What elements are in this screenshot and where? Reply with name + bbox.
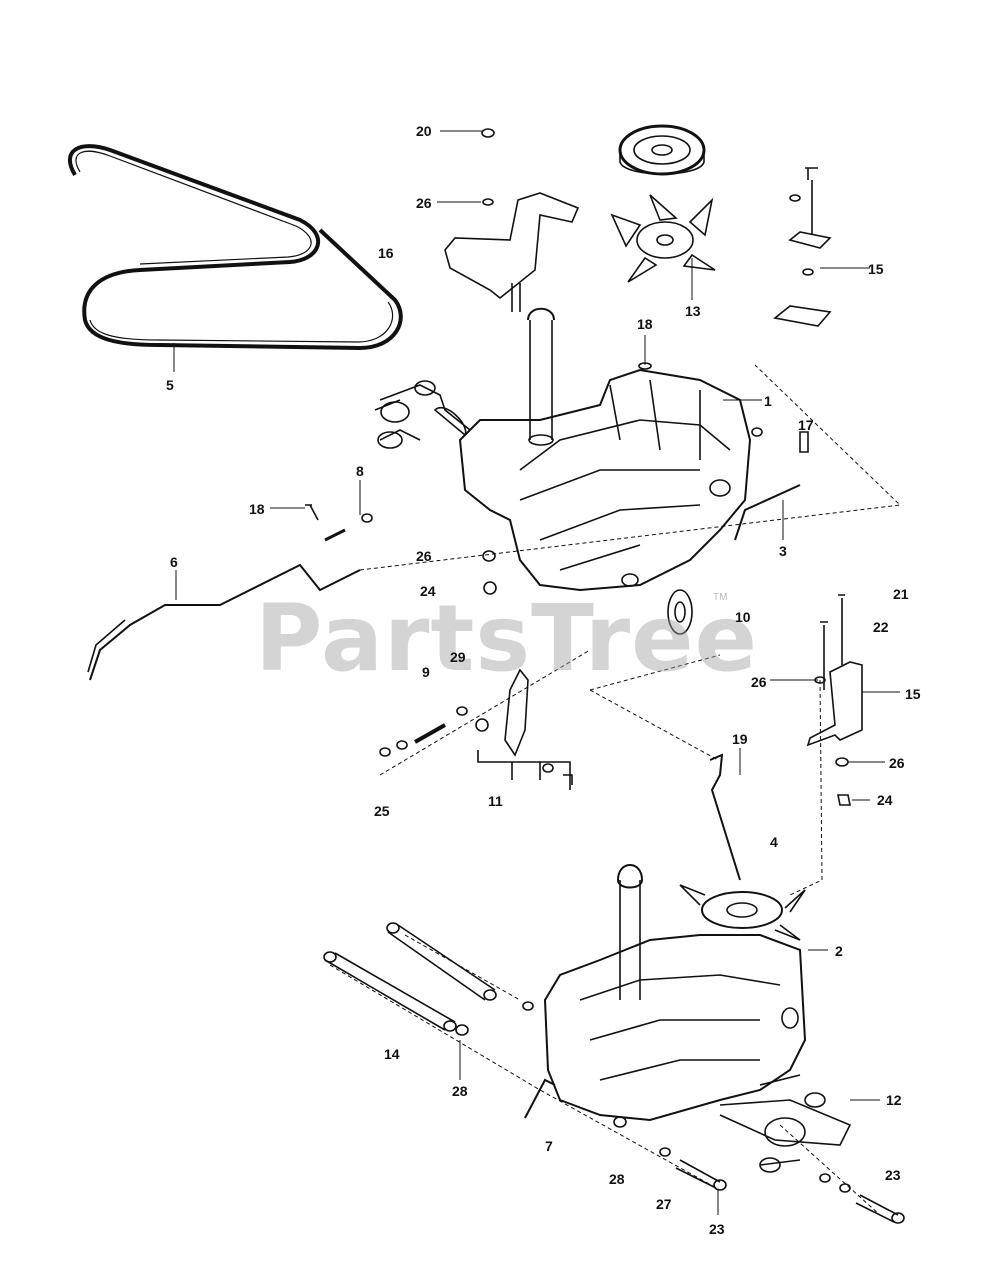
mounting-bracket-top — [444, 128, 580, 312]
callout-27: 27 — [656, 1196, 672, 1212]
cooling-fan — [610, 194, 716, 283]
callout-1: 1 — [764, 393, 772, 409]
callout-3: 3 — [779, 543, 787, 559]
lower-rod — [524, 1078, 556, 1119]
pulley — [618, 124, 706, 176]
callout-23b: 23 — [709, 1221, 725, 1237]
watermark-trademark: TM — [713, 592, 728, 603]
callout-17: 17 — [798, 417, 814, 433]
callout-9: 9 — [422, 664, 430, 680]
callout-25: 25 — [374, 803, 390, 819]
dashed-leader-lines — [329, 364, 902, 1216]
spring-assembly-upper — [305, 504, 373, 542]
callout-29: 29 — [450, 649, 466, 665]
callout-10: 10 — [735, 609, 751, 625]
angle-bracket-lower — [806, 594, 863, 806]
callout-23: 23 — [885, 1167, 901, 1183]
callout-15b: 15 — [905, 686, 921, 702]
callout-24: 24 — [420, 583, 436, 599]
callout-28b: 28 — [609, 1171, 625, 1187]
callout-20: 20 — [416, 123, 432, 139]
callout-14: 14 — [384, 1046, 400, 1062]
small-bracket-upper — [773, 167, 832, 327]
callout-19: 19 — [732, 731, 748, 747]
callout-11: 11 — [488, 793, 503, 809]
callout-26b: 26 — [416, 548, 432, 564]
callout-28: 28 — [452, 1083, 468, 1099]
callout-7: 7 — [545, 1138, 553, 1154]
callout-12: 12 — [886, 1092, 902, 1108]
callout-26: 26 — [416, 195, 432, 211]
pins-long — [323, 922, 534, 1036]
control-rod — [734, 484, 801, 541]
drive-belt — [68, 144, 403, 351]
transmission-lower — [543, 864, 807, 1122]
spring-assembly-lower — [379, 668, 573, 790]
callout-18b: 18 — [249, 501, 265, 517]
callout-8: 8 — [356, 463, 364, 479]
callout-4: 4 — [770, 834, 778, 850]
callout-5: 5 — [166, 377, 174, 393]
axle-hub — [719, 1074, 852, 1173]
callout-6: 6 — [170, 554, 178, 570]
callout-15: 15 — [868, 261, 884, 277]
callout-18: 18 — [637, 316, 653, 332]
lever-rod — [709, 753, 741, 881]
transmission-upper — [374, 307, 752, 592]
bolts-lower — [613, 1116, 905, 1224]
small-nuts — [482, 362, 809, 595]
callout-26d: 26 — [889, 755, 905, 771]
watermark: PartsTree — [255, 585, 758, 692]
callout-16: 16 — [378, 245, 394, 261]
callout-24b: 24 — [877, 792, 893, 808]
callout-26c: 26 — [751, 674, 767, 690]
callout-2: 2 — [835, 943, 843, 959]
callout-13: 13 — [685, 303, 701, 319]
gear — [667, 589, 693, 635]
linkage-rod — [87, 563, 361, 681]
callout-leader-lines — [173, 130, 900, 1215]
callout-22: 22 — [873, 619, 889, 635]
callout-21: 21 — [893, 586, 909, 602]
